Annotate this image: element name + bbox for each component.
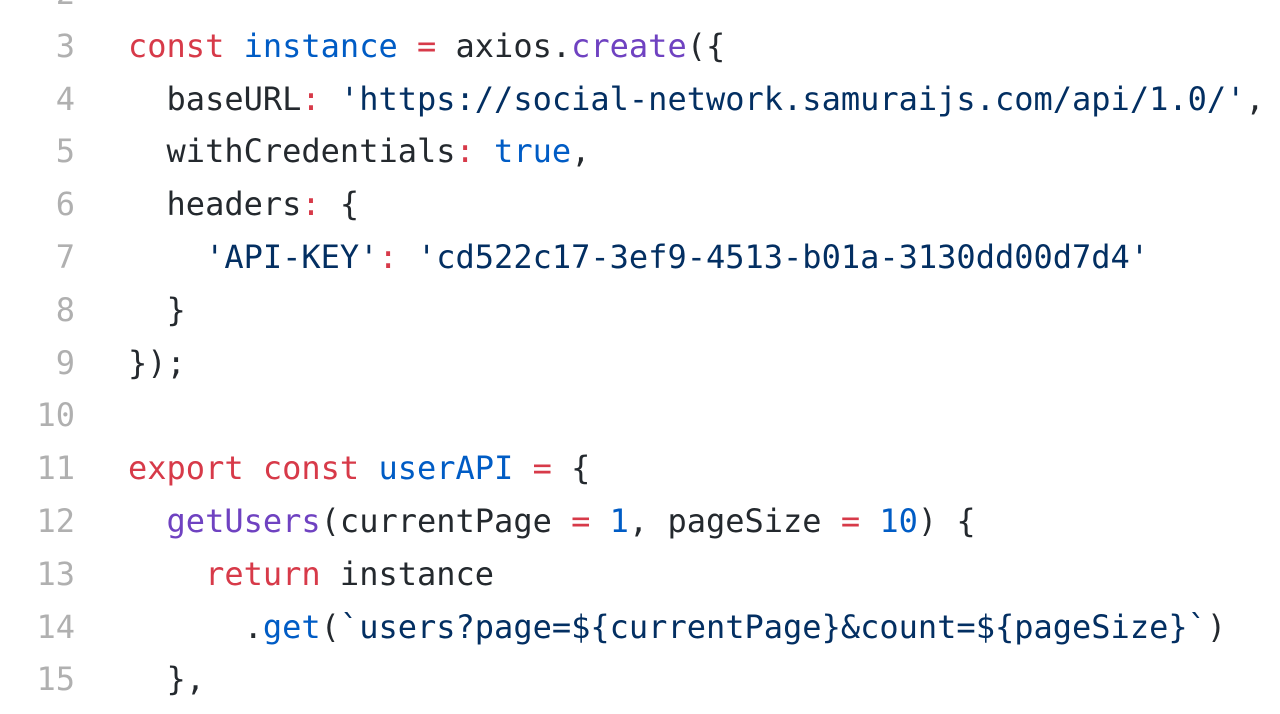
code-token: export const (128, 449, 379, 488)
line-number: 11 (36, 449, 75, 488)
code-token: , (1245, 79, 1265, 118)
code-token: userAPI (378, 449, 514, 488)
code-token: : (378, 237, 398, 276)
code-token: , pageSize (628, 501, 822, 540)
code-line[interactable]: 10 (0, 389, 1265, 442)
code-editor[interactable]: 23const instance = axios.create({4 baseU… (0, 0, 1265, 706)
code-token: ({ (686, 26, 726, 65)
code-line[interactable]: 14 .get(`users?page=${currentPage}&count… (0, 601, 1265, 654)
code-line[interactable]: 13 return instance (0, 548, 1265, 601)
line-source: } (128, 284, 186, 337)
code-token: ) (1206, 607, 1227, 646)
code-line[interactable]: 2 (0, 0, 1265, 20)
code-line[interactable]: 4 baseURL: 'https://social-network.samur… (0, 73, 1265, 126)
code-line[interactable]: 11 export const userAPI = { (0, 442, 1265, 495)
line-number: 12 (36, 501, 75, 540)
code-token: instance (243, 26, 398, 65)
line-number: 9 (55, 343, 75, 382)
code-token: 1 (609, 501, 629, 540)
code-line[interactable]: 9}); (0, 337, 1265, 390)
line-source: withCredentials: true, (128, 125, 591, 178)
line-source: 'API-KEY': 'cd522c17-3ef9-4513-b01a-3130… (128, 231, 1149, 284)
code-token: : (301, 79, 321, 118)
code-token: : (301, 185, 321, 224)
line-source: const instance = axios.create({ (128, 20, 725, 73)
code-token: = (551, 501, 610, 540)
code-token: = (513, 449, 572, 488)
code-token: }, (128, 660, 206, 699)
code-token: { (320, 185, 360, 224)
line-number: 14 (36, 607, 75, 646)
line-number: 6 (55, 185, 75, 224)
line-source: headers: { (128, 178, 360, 231)
code-line[interactable]: 8 } (0, 284, 1265, 337)
code-token: , (571, 132, 591, 171)
code-line[interactable]: 3 const instance = axios.create({ (0, 20, 1265, 73)
line-number: 8 (55, 290, 75, 329)
code-token: } (128, 290, 186, 329)
code-token: true (474, 132, 572, 171)
code-line[interactable]: 5 withCredentials: true, (0, 125, 1265, 178)
code-token: (currentPage (320, 501, 552, 540)
code-token: create (571, 26, 687, 65)
line-number: 5 (55, 132, 75, 171)
code-token: get (262, 607, 321, 646)
code-token: baseURL (128, 79, 302, 118)
code-token: . (128, 607, 263, 646)
line-source: }, (128, 653, 206, 706)
code-token: }); (128, 343, 186, 382)
line-number: 2 (0, 0, 75, 20)
code-line[interactable]: 12 getUsers(currentPage = 1, pageSize = … (0, 495, 1265, 548)
code-token: instance (339, 554, 495, 593)
line-source: return instance (128, 548, 494, 601)
code-token: : (455, 132, 475, 171)
line-number: 15 (36, 660, 75, 699)
line-source: getUsers(currentPage = 1, pageSize = 10)… (128, 495, 976, 548)
line-source: export const userAPI = { (128, 442, 590, 495)
line-source: }); (128, 337, 186, 390)
code-token: withCredentials (128, 132, 456, 171)
code-line[interactable]: 7 'API-KEY': 'cd522c17-3ef9-4513-b01a-31… (0, 231, 1265, 284)
code-token: 10 (879, 501, 918, 540)
code-token: = (821, 501, 880, 540)
code-token: 'cd522c17-3ef9-4513-b01a-3130dd00d7d4' (397, 237, 1150, 276)
line-number: 3 (55, 26, 75, 65)
line-source: baseURL: 'https://social-network.samurai… (128, 73, 1265, 126)
line-number: 10 (36, 396, 75, 435)
code-token: getUsers (128, 501, 321, 540)
code-token: ) { (917, 501, 976, 540)
line-source: .get(`users?page=${currentPage}&count=${… (128, 601, 1227, 654)
code-token: axios. (455, 26, 572, 65)
code-line[interactable]: 6 headers: { (0, 178, 1265, 231)
code-token: { (571, 449, 591, 488)
code-token: const (128, 26, 244, 65)
code-token: return (128, 554, 340, 593)
code-line[interactable]: 15 }, (0, 653, 1265, 706)
line-number: 7 (55, 237, 75, 276)
code-token: `users?page=${currentPage}&count=${pageS… (339, 607, 1207, 646)
code-token: headers (128, 185, 302, 224)
code-token: 'API-KEY' (128, 237, 379, 276)
code-token: ( (320, 607, 340, 646)
line-number: 13 (36, 554, 75, 593)
line-number: 4 (55, 79, 75, 118)
code-token: = (397, 26, 456, 65)
code-token: 'https://social-network.samuraijs.com/ap… (320, 79, 1246, 118)
